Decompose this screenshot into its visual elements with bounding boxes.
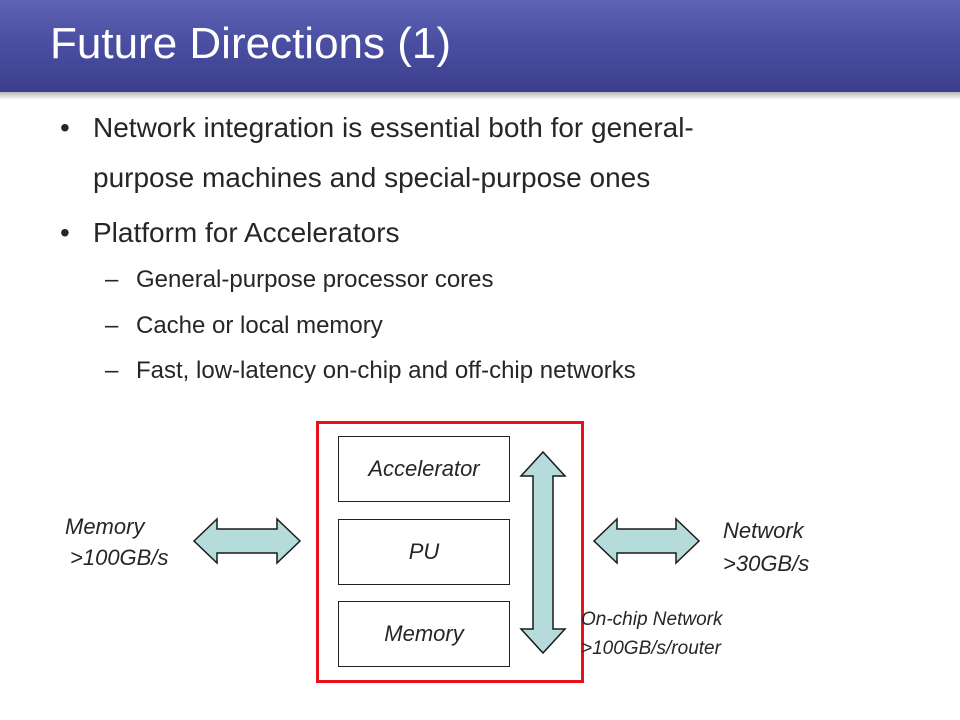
onchip-network-bandwidth: >100GB/s/router bbox=[581, 638, 721, 659]
network-link-label: Network bbox=[723, 518, 804, 543]
sub-bullet-text: Cache or local memory bbox=[136, 312, 383, 339]
sub-bullet-marker: – bbox=[105, 312, 119, 339]
accelerator-block: Accelerator bbox=[338, 436, 510, 502]
memory-link-label: Memory bbox=[65, 514, 145, 539]
bullet-text: Platform for Accelerators bbox=[93, 217, 400, 248]
network-link-bandwidth: >30GB/s bbox=[723, 551, 810, 576]
sub-bullet-text: General-purpose processor cores bbox=[136, 266, 494, 293]
title-bar: Future Directions (1) bbox=[0, 0, 960, 100]
memory-link-bandwidth: >100GB/s bbox=[70, 545, 169, 570]
onchip-network-arrow bbox=[519, 450, 567, 655]
network-link-arrow bbox=[592, 517, 701, 565]
memory-block: Memory bbox=[338, 601, 510, 667]
sub-bullet-marker: – bbox=[105, 357, 119, 384]
bullet-marker: • bbox=[60, 217, 70, 248]
memory-link-arrow bbox=[192, 517, 302, 565]
onchip-network-label: On-chip Network bbox=[581, 609, 723, 630]
bullet-text-line-2: purpose machines and special-purpose one… bbox=[93, 162, 651, 193]
sub-bullet-marker: – bbox=[105, 266, 119, 293]
slide-title: Future Directions (1) bbox=[50, 19, 452, 68]
accelerator-platform-box bbox=[316, 421, 584, 683]
bullet-marker: • bbox=[60, 112, 70, 143]
bullet-text-line-1: Network integration is essential both fo… bbox=[93, 112, 694, 143]
pu-block: PU bbox=[338, 519, 510, 585]
sub-bullet-text: Fast, low-latency on-chip and off-chip n… bbox=[136, 357, 636, 384]
